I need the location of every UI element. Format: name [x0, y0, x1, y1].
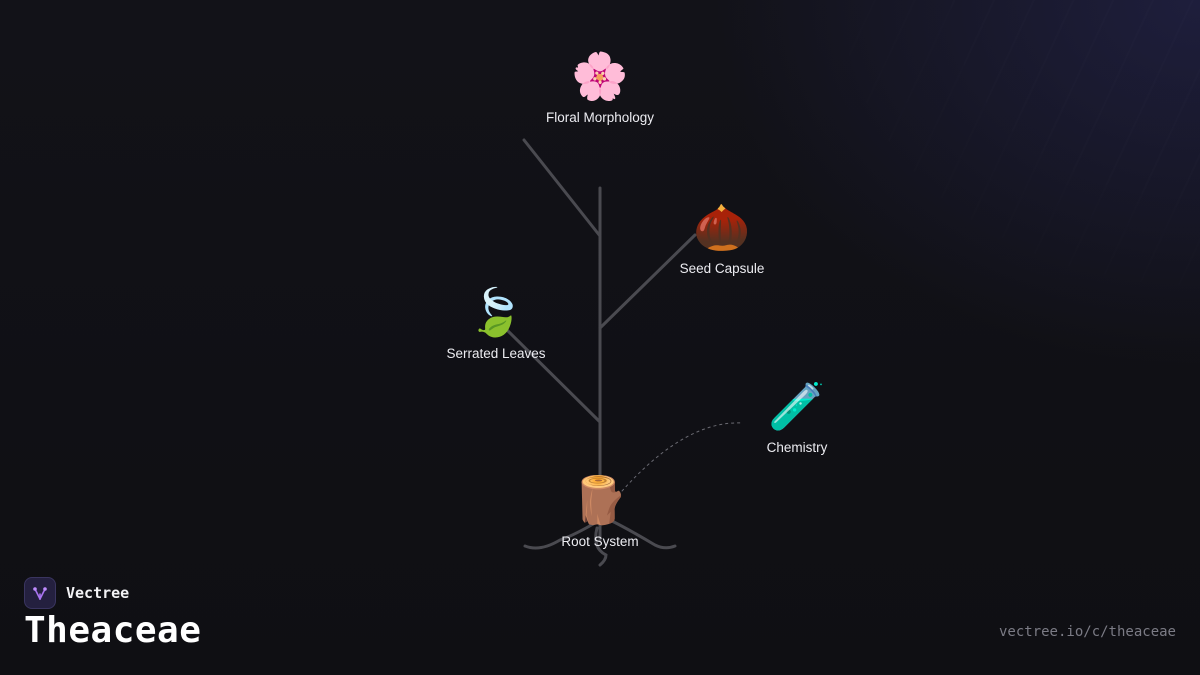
root-right: [608, 518, 677, 550]
node-label: Chemistry: [766, 440, 828, 455]
brand-name: Vectree: [66, 584, 130, 602]
node-serrated-leaves[interactable]: 🍃 Serrated Leaves: [446, 286, 545, 361]
brand[interactable]: Vectree: [24, 577, 129, 609]
root-left: [523, 518, 602, 550]
wood-log-icon: 🪵: [571, 473, 629, 527]
node-root-system[interactable]: 🪵 Root System: [561, 474, 638, 549]
node-floral-morphology[interactable]: 🌸 Floral Morphology: [546, 50, 654, 125]
branch-logo-icon: [33, 587, 47, 600]
node-label: Floral Morphology: [545, 110, 655, 125]
branch-floral: [522, 138, 602, 238]
node-label: Root System: [561, 534, 639, 549]
test-tube-icon: 🧪: [768, 379, 826, 433]
node-label: Serrated Leaves: [446, 346, 546, 361]
cherry-blossom-icon: 🌸: [571, 49, 629, 103]
vectree-logo-icon: [24, 577, 56, 609]
node-seed-capsule[interactable]: 🌰 Seed Capsule: [680, 201, 765, 276]
branch-seed: [598, 233, 697, 330]
page-title: Theaceae: [24, 610, 202, 651]
chestnut-icon: 🌰: [693, 200, 751, 254]
chemistry-connector: [609, 422, 743, 506]
page-url[interactable]: vectree.io/c/theaceae: [998, 624, 1176, 640]
leaf-fluttering-icon: 🍃: [467, 285, 525, 339]
branch-leaves: [503, 326, 602, 424]
node-chemistry[interactable]: 🧪 Chemistry: [767, 380, 828, 455]
node-label: Seed Capsule: [679, 261, 765, 276]
root-middle: [594, 526, 608, 567]
